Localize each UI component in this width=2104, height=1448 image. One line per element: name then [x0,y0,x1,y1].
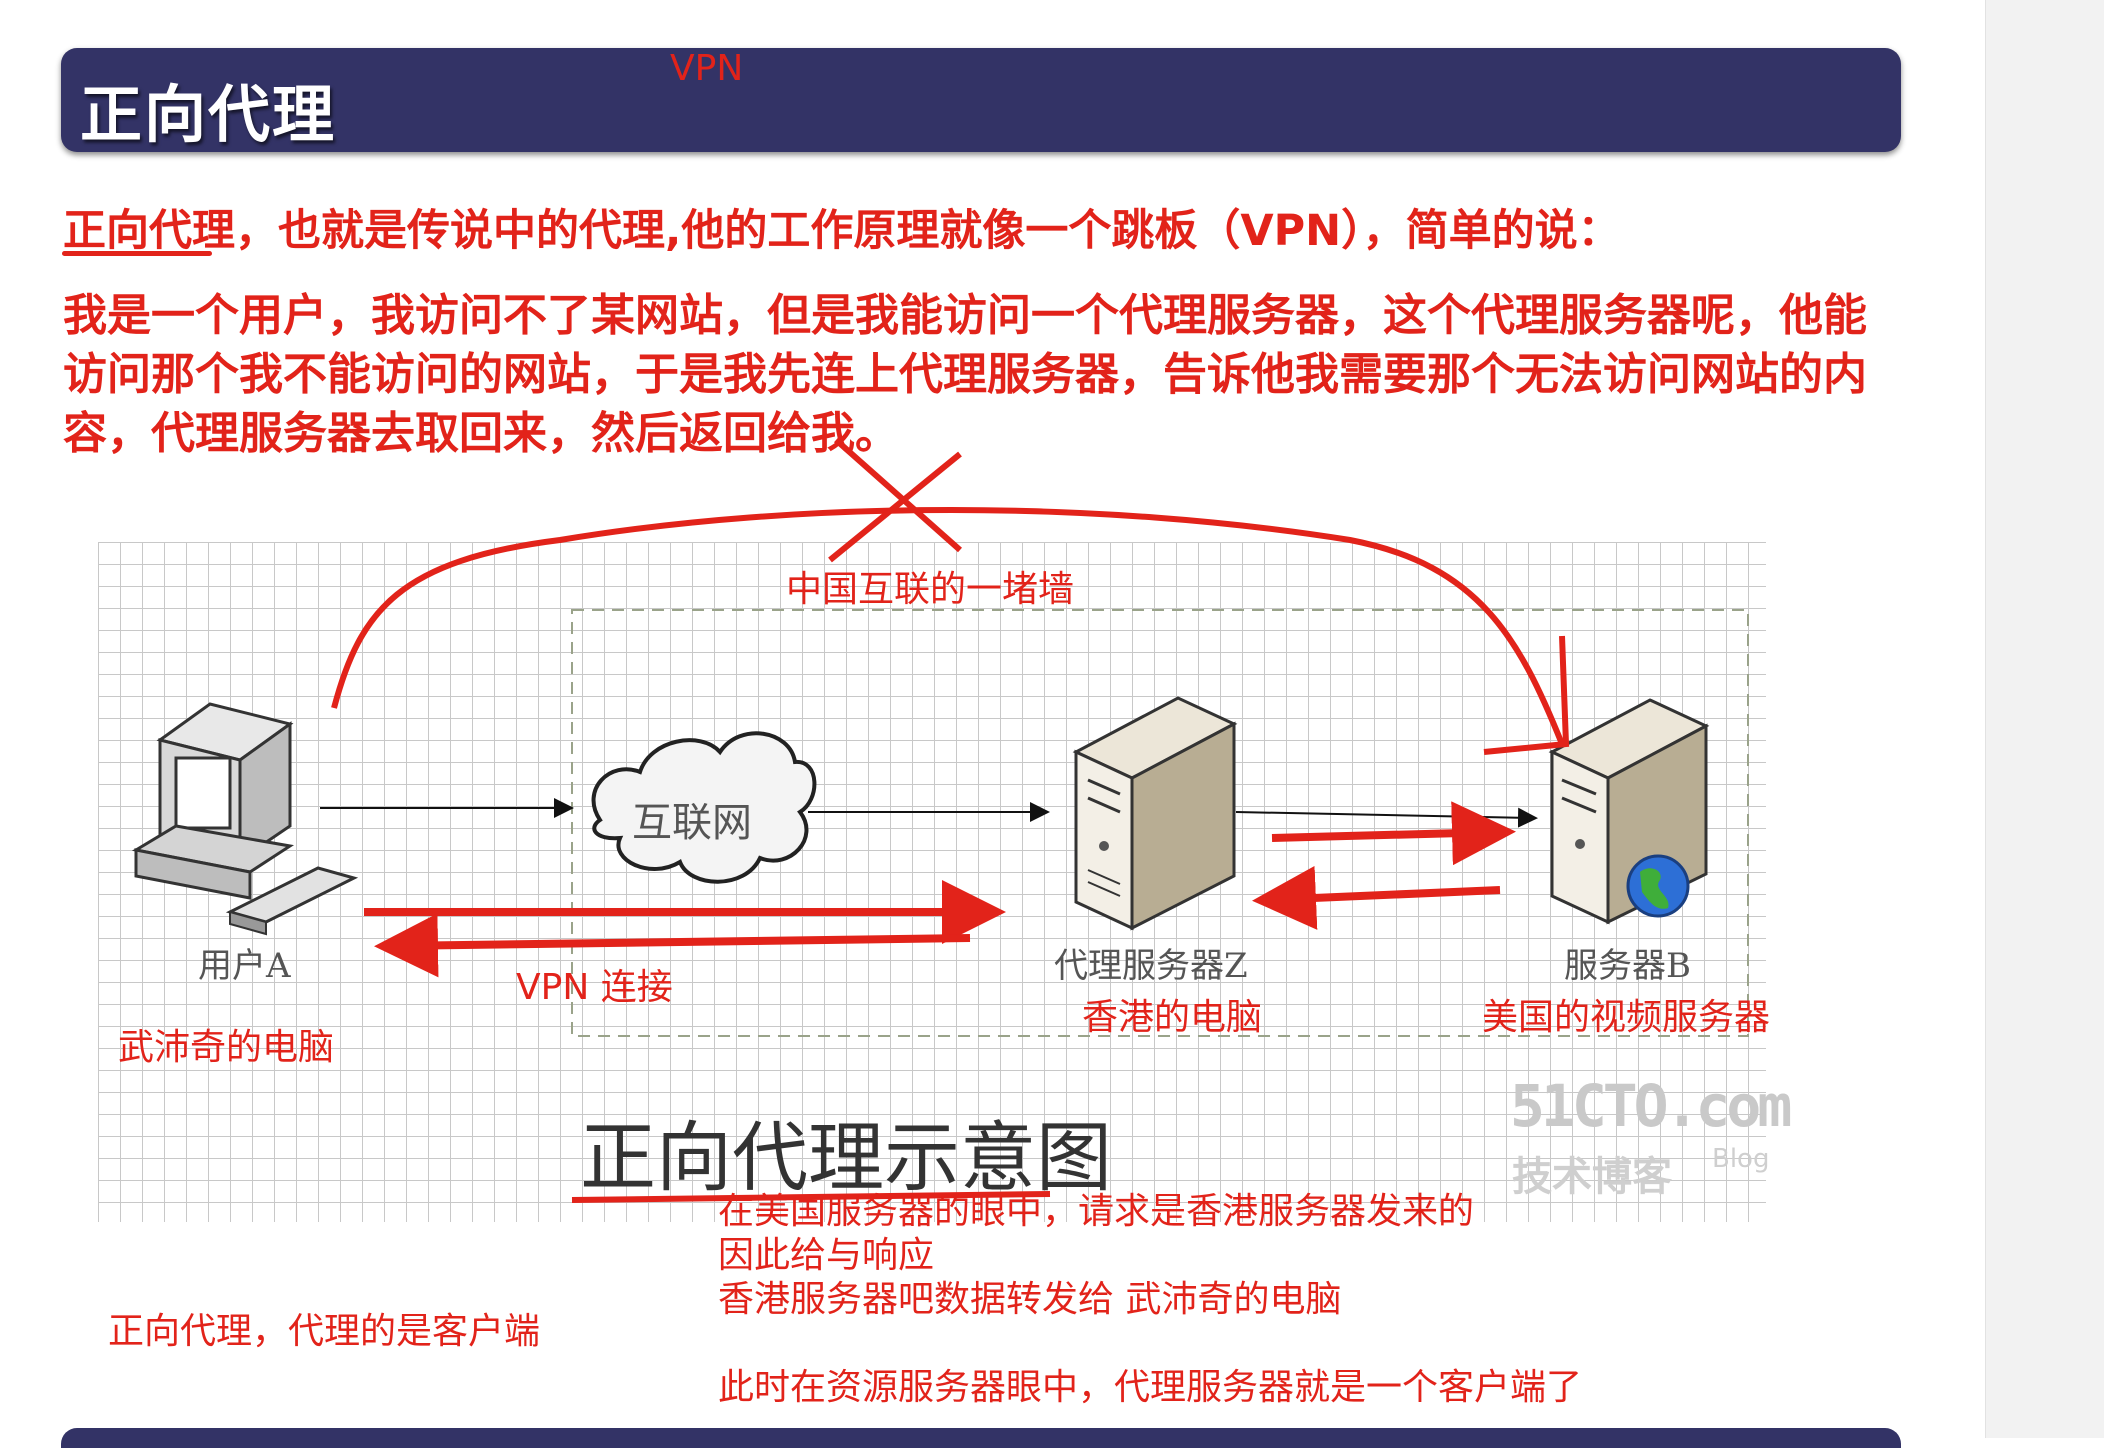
server-label: 服务器B [1564,946,1691,986]
slide-title-bar [61,48,1901,152]
server-response-arrow [1252,865,1501,930]
internet-label: 互联网 [632,800,752,846]
us-server-annotation: 美国的视频服务器 [1482,997,1771,1038]
watermark-logo: 51CTO.com [1510,1072,1792,1140]
explanation-paragraph: 我是一个用户，我访问不了某网站，但是我能访问一个代理服务器，这个代理服务器呢，他… [63,290,1867,459]
wall-annotation: 中国互联的一堵墙 [786,569,1075,610]
proxy-server-icon [1072,696,1238,931]
side-panel [1985,0,2104,1438]
diagram-caption: 正向代理示意图 [580,1113,1112,1202]
bypass-curve [331,507,1565,746]
internet-cloud-icon [591,731,817,884]
hk-pc-annotation: 香港的电脑 [1082,997,1263,1038]
vpn-connection-annotation: VPN 连接 [516,967,673,1008]
arrow-proxy-to-server [1235,807,1538,828]
intro-sentence: 正向代理，也就是传说中的代理,他的工作原理就像一个跳板（VPN），简单的说： [63,206,1621,256]
caption-strike-line [571,1191,1051,1203]
wall-cross-stroke-2 [828,451,962,563]
proxy-label: 代理服务器Z [1054,946,1248,986]
computer-icon [131,702,359,936]
bypass-arrowhead [1483,635,1570,755]
watermark-blog-suffix: Blog [1712,1144,1770,1174]
globe-icon [1626,854,1690,918]
vpn-response-arrow [374,913,971,978]
watermark-blog: 技术博客 [1512,1154,1672,1200]
user-pc-annotation: 武沛奇的电脑 [118,1027,335,1068]
handwritten-vpn-note: VPN [670,48,744,89]
diagram-grid [98,542,1766,1222]
next-slide-title-bar [61,1428,1901,1448]
wall-cross-stroke-1 [834,437,962,553]
explain-line-4: 此时在资源服务器眼中，代理服务器就是一个客户端了 [718,1367,1583,1408]
explain-line-2: 因此给与响应 [718,1235,935,1276]
slide-title: 正向代理 [80,78,337,151]
summary-annotation: 正向代理，代理的是客户端 [108,1311,541,1352]
explain-line-1: 在美国服务器的眼中，请求是香港服务器发来的 [718,1191,1475,1232]
proxy-request-arrow [1271,801,1516,866]
network-boundary [571,609,1749,1037]
handwritten-underline [62,251,212,256]
user-label: 用户A [198,946,291,986]
explain-line-3: 香港服务器吧数据转发给 武沛奇的电脑 [718,1279,1342,1320]
